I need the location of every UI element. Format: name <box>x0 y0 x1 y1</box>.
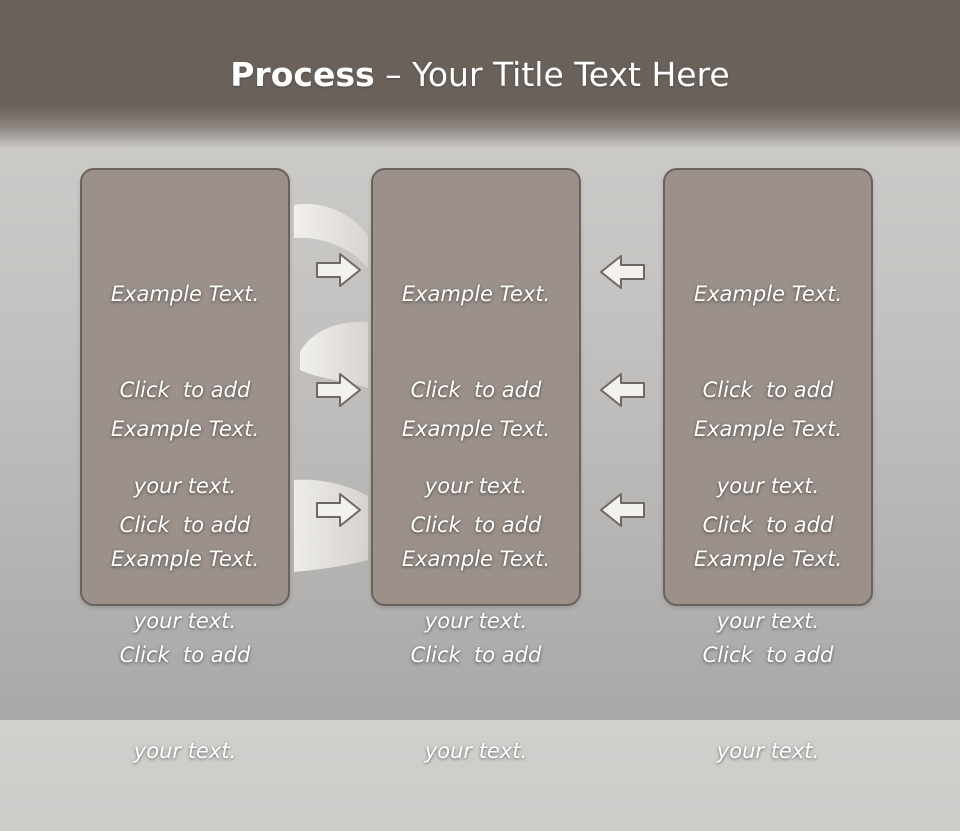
text-line: Example Text. <box>401 417 551 441</box>
text-line: Example Text. <box>693 417 843 441</box>
text-line: Click to add <box>119 643 251 667</box>
arrow-left-outline-icon <box>600 373 645 407</box>
column-middle: Example Text. Click to add your text. Ex… <box>371 168 581 763</box>
text-line: your text. <box>133 609 237 633</box>
text-line: Click to add <box>702 643 834 667</box>
column-left: Example Text. Click to add your text. Ex… <box>80 168 290 763</box>
text-line: your text. <box>424 739 528 763</box>
text-line: Click to add <box>702 513 834 537</box>
text-line: your text. <box>133 739 237 763</box>
text-line: Example Text. <box>110 547 260 571</box>
text-placeholder[interactable]: Example Text. Click to add your text. <box>373 349 579 701</box>
text-placeholder[interactable]: Example Text. Click to add your text. <box>665 214 871 566</box>
text-placeholder[interactable]: Example Text. Click to add your text. <box>373 214 579 566</box>
text-line: Example Text. <box>401 547 551 571</box>
arrow-right-outline-icon <box>316 493 361 527</box>
arrow-left-outline-icon <box>600 255 645 289</box>
text-placeholder[interactable]: Example Text. Click to add your text. <box>82 214 288 566</box>
text-line: Click to add <box>410 513 542 537</box>
text-line: Example Text. <box>693 547 843 571</box>
text-line: your text. <box>716 609 820 633</box>
text-line: your text. <box>424 609 528 633</box>
arrow-left-outline-icon <box>600 493 645 527</box>
title-bar: Process – Your Title Text Here <box>0 0 960 148</box>
text-line: Example Text. <box>401 282 551 306</box>
text-placeholder[interactable]: Example Text. Click to add your text. <box>82 479 288 831</box>
slide-title[interactable]: Process – Your Title Text Here <box>0 52 960 98</box>
text-line: your text. <box>424 474 528 498</box>
text-line: Click to add <box>410 643 542 667</box>
column-right: Example Text. Click to add your text. Ex… <box>663 168 873 763</box>
text-placeholder[interactable]: Example Text. Click to add your text. <box>82 349 288 701</box>
slide: Process – Your Title Text Here Example T… <box>0 0 960 763</box>
text-line: your text. <box>716 474 820 498</box>
text-line: Click to add <box>410 378 542 402</box>
text-line: your text. <box>716 739 820 763</box>
text-placeholder[interactable]: Example Text. Click to add your text. <box>665 479 871 831</box>
arrow-right-outline-icon <box>316 253 361 287</box>
text-line: Example Text. <box>110 282 260 306</box>
text-line: Example Text. <box>693 282 843 306</box>
text-line: Example Text. <box>110 417 260 441</box>
title-bold: Process <box>230 55 375 94</box>
text-line: Click to add <box>119 378 251 402</box>
text-line: your text. <box>133 474 237 498</box>
text-placeholder[interactable]: Example Text. Click to add your text. <box>373 479 579 831</box>
text-line: Click to add <box>119 513 251 537</box>
arrow-right-outline-icon <box>316 373 361 407</box>
title-rest: – Your Title Text Here <box>374 55 730 94</box>
text-placeholder[interactable]: Example Text. Click to add your text. <box>665 349 871 701</box>
text-line: Click to add <box>702 378 834 402</box>
